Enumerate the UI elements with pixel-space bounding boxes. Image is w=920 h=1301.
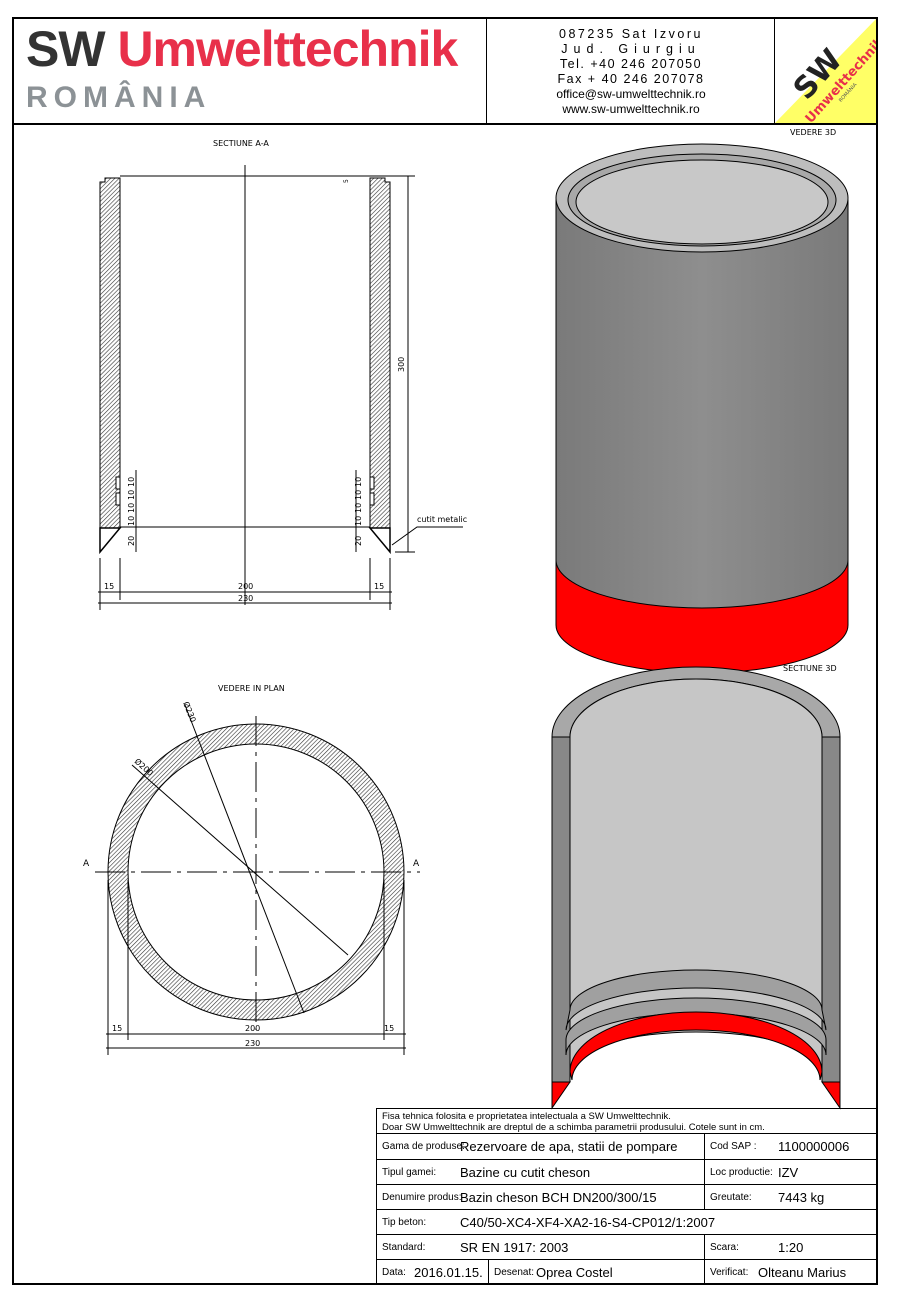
label: Standard:: [382, 1241, 426, 1253]
label: Greutate:: [710, 1191, 752, 1203]
logo-brand: Umwelttechnik: [117, 21, 458, 77]
contact-info: 087235 Sat Izvoru Jud. Giurgiu Tel. +40 …: [488, 27, 774, 117]
title-block-note: Fisa tehnica folosita e proprietatea int…: [376, 1108, 878, 1133]
dim-wall: 15: [374, 582, 384, 591]
dim-wall: 15: [104, 582, 114, 591]
standard: SR EN 1917: 2003: [460, 1239, 569, 1255]
dim-inner: 200: [238, 582, 253, 591]
drawn-by: Oprea Costel: [536, 1265, 613, 1280]
row-standard: Standard: SR EN 1917: 2003 Scara: 1:20: [376, 1234, 878, 1259]
address: 087235 Sat Izvoru: [559, 27, 703, 41]
label: Scara:: [710, 1241, 739, 1253]
email-link[interactable]: office@sw-umwelttechnik.ro: [556, 87, 706, 101]
knife-label: cutit metalic: [417, 515, 467, 524]
dim-wall: 15: [384, 1024, 394, 1033]
dim-dia-outer: Ø230: [181, 700, 198, 724]
label: Desenat:: [494, 1267, 535, 1278]
label: Gama de produse:: [382, 1141, 465, 1152]
section-aa-drawing: SECTIUNE A-A 300 5 10 10 10 10 20 10 10 …: [98, 139, 467, 610]
row-product-range: Gama de produse: Rezervoare de apa, stat…: [376, 1133, 878, 1159]
product-type: Bazine cu cutit cheson: [460, 1164, 591, 1180]
phone: Tel. +40 246 207050: [559, 57, 703, 71]
logo-country: ROMÂNIA: [26, 81, 212, 114]
dim-groove: 10: [127, 503, 136, 513]
note-line: Doar SW Umwelttechnik are dreptul de a s…: [382, 1122, 765, 1133]
view-3d-title: VEDERE 3D: [790, 128, 836, 137]
dim-groove: 10: [354, 490, 363, 500]
row-name: Denumire produs: Bazin cheson BCH DN200/…: [376, 1184, 878, 1209]
section-3d-title: SECTIUNE 3D: [783, 664, 837, 673]
label: Data:: [382, 1267, 406, 1278]
dim-groove: 10: [127, 490, 136, 500]
product-range: Rezervoare de apa, statii de pompare: [460, 1139, 678, 1154]
note-line: Fisa tehnica folosita e proprietatea int…: [382, 1111, 671, 1122]
row-concrete: Tip beton: C40/50-XC4-XF4-XA2-16-S4-CP01…: [376, 1209, 878, 1234]
dim-groove: 10: [127, 477, 136, 487]
dim-knife: 20: [127, 536, 136, 546]
plan-view-title: VEDERE IN PLAN: [218, 684, 285, 693]
dim-groove: 10: [354, 516, 363, 526]
production-place: IZV: [778, 1164, 799, 1180]
row-type: Tipul gamei: Bazine cu cutit cheson Loc …: [376, 1159, 878, 1184]
divider: [774, 19, 775, 123]
divider: [486, 19, 487, 123]
plan-view-drawing: VEDERE IN PLAN Ø230 Ø200 A A 15 200 15 2…: [83, 684, 420, 1055]
dim-inner: 200: [245, 1024, 260, 1033]
view-3d-drawing: VEDERE 3D: [555, 128, 849, 674]
scale: 1:20: [778, 1239, 804, 1255]
county: Jud. Giurgiu: [561, 42, 701, 56]
label: Tipul gamei:: [382, 1166, 437, 1178]
label: Loc productie:: [710, 1166, 773, 1178]
dim-outer: 230: [238, 594, 253, 603]
dim-outer: 230: [245, 1039, 260, 1048]
dim-groove: 10: [354, 503, 363, 513]
dim-small-top: 5: [343, 179, 350, 183]
dim-height: 300: [397, 357, 406, 372]
sap-code: 1100000006: [778, 1139, 850, 1154]
row-signatures: Data: 2016.01.15. Desenat: Oprea Costel …: [376, 1259, 878, 1285]
website-link[interactable]: www.sw-umwelttechnik.ro: [562, 102, 700, 116]
weight: 7443 kg: [778, 1189, 825, 1205]
logo-sw: SW: [26, 21, 106, 77]
dim-groove: 10: [354, 477, 363, 487]
dim-knife: 20: [354, 536, 363, 546]
badge-logo: SW Umwelttechnik ROMÂNIA: [775, 19, 876, 123]
section-mark: A: [413, 859, 420, 869]
label: Denumire produs:: [382, 1191, 462, 1203]
concrete-type: C40/50-XC4-XF4-XA2-16-S4-CP012/1:2007: [460, 1214, 716, 1230]
dim-wall: 15: [112, 1024, 122, 1033]
checked-by: Olteanu Marius: [758, 1265, 847, 1280]
company-logo: SW Umwelttechnik: [26, 21, 458, 77]
title-block: Fisa tehnica folosita e proprietatea int…: [376, 1108, 878, 1285]
section-3d-drawing: SECTIUNE 3D: [551, 664, 841, 1110]
section-aa-title: SECTIUNE A-A: [213, 139, 269, 148]
dim-groove: 10: [127, 516, 136, 526]
label: Verificat:: [710, 1267, 749, 1278]
product-name: Bazin cheson BCH DN200/300/15: [460, 1189, 657, 1205]
section-mark: A: [83, 859, 90, 869]
label: Cod SAP :: [710, 1141, 757, 1152]
fax: Fax + 40 246 207078: [557, 72, 705, 86]
header: SW Umwelttechnik ROMÂNIA 087235 Sat Izvo…: [12, 17, 878, 125]
label: Tip beton:: [382, 1216, 427, 1228]
date: 2016.01.15.: [414, 1265, 483, 1280]
